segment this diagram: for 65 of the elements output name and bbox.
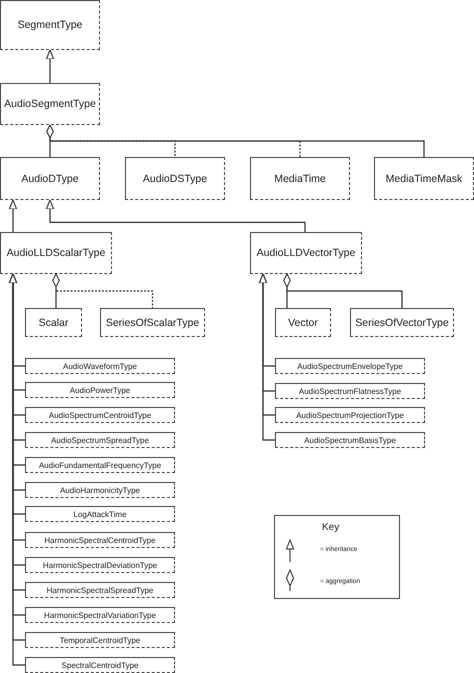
class-name: AudioSpectrumBasisType (304, 436, 396, 444)
class-box (0, 232, 112, 274)
class-box (25, 532, 175, 548)
class-box (25, 308, 82, 337)
class-name: TemporalCentroidType (60, 636, 140, 644)
class-box (25, 557, 175, 573)
class-box (25, 506, 175, 522)
class-name: AudioLLDScalarType (6, 247, 106, 259)
class-name: AudioPowerType (70, 386, 130, 394)
class-name: MediaTime (274, 172, 326, 184)
class-name: HarmonicSpectralSpreadType (46, 586, 154, 594)
class-name: SeriesOfVectorType (355, 316, 449, 328)
class-name: SeriesOfScalarType (106, 316, 200, 328)
inheritance-arrow (46, 199, 306, 232)
class-box (250, 157, 350, 200)
class-box (25, 482, 175, 498)
class-name: HarmonicSpectralCentroidType (44, 536, 156, 544)
class-box (25, 582, 175, 598)
class-name: AudioSpectrumCentroidType (48, 410, 152, 420)
class-box (25, 457, 175, 473)
class-name: AudioDSType (142, 172, 208, 184)
class-box (350, 308, 454, 337)
inheritance-arrow (8, 199, 18, 232)
class-box (275, 407, 425, 423)
class-box (25, 432, 175, 448)
class-name: HarmonicSpectralVariationType (44, 610, 156, 620)
class-name: AudioLLDVectorType (256, 247, 356, 259)
class-name: AudioDType (21, 172, 79, 184)
class-name: MediaTimeMask (386, 172, 462, 184)
class-box (0, 157, 100, 200)
class-box (25, 657, 175, 673)
legend-title: Key (322, 522, 340, 533)
class-name: AudioSegmentType (4, 98, 96, 110)
class-box (0, 0, 100, 50)
class-box (374, 157, 474, 200)
class-box (275, 432, 425, 448)
class-name: AudioSpectrumFlatnessType (298, 386, 402, 396)
class-box (25, 607, 175, 623)
class-box (275, 308, 331, 337)
class-name: LogAttackTime (73, 510, 127, 518)
class-box (275, 358, 425, 374)
class-box (100, 308, 205, 337)
aggregation-connector (52, 274, 154, 308)
class-box (25, 358, 175, 374)
class-name: AudioFundamentalFrequencyType (38, 460, 162, 470)
class-name: Scalar (38, 316, 68, 328)
class-name: AudioWaveformType (63, 362, 137, 370)
inheritance-arrow (46, 49, 54, 83)
class-name: HarmonicSpectralDeviationType (42, 560, 158, 570)
class-box (250, 232, 362, 274)
class-box (25, 407, 175, 423)
class-box (275, 383, 425, 399)
class-name: AudioSpectrumSpreadType (51, 436, 149, 444)
class-name: SpectralCentroidType (62, 660, 138, 670)
class-box (25, 382, 175, 398)
class-box (0, 83, 100, 125)
aggregation-connector (46, 124, 425, 157)
class-name: Vector (288, 316, 318, 328)
class-name: AudioHarmonicityType (60, 486, 140, 494)
class-box (25, 632, 175, 648)
class-name: AudioSpectrumProjectionType (296, 410, 404, 420)
class-name: AudioSpectrumEnvelopeType (297, 362, 403, 370)
aggregation-connector (283, 274, 403, 308)
class-name: SegmentType (18, 19, 82, 31)
class-box (125, 157, 225, 200)
